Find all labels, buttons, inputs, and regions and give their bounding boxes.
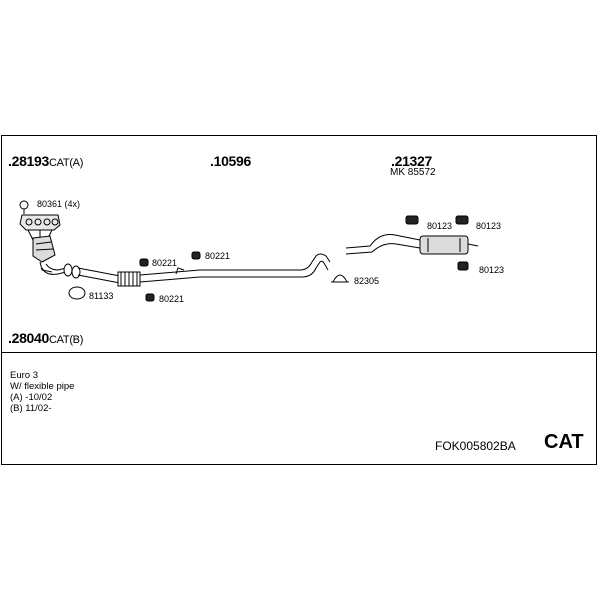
callout-82305: 82305	[354, 276, 380, 286]
callout-81133: 81133	[89, 291, 114, 301]
part-number: .10596	[210, 153, 252, 169]
kit-code: FOK005802BA	[435, 439, 516, 453]
part-28193[interactable]: .28193CAT(A)	[8, 154, 83, 169]
part-suffix: CAT(A)	[49, 157, 84, 169]
callout-80221-a: 80221	[152, 258, 178, 268]
catalytic-converter[interactable]	[32, 235, 56, 273]
middle-pipe[interactable]	[139, 253, 331, 283]
cat-badge: CAT	[544, 431, 584, 453]
note-line: W/ flexible pipe	[10, 381, 75, 392]
callout-80361: 80361 (4x)	[37, 199, 81, 209]
rubber-hanger[interactable]	[139, 215, 469, 302]
part-number: .28040	[8, 330, 50, 346]
part-10596[interactable]: .10596	[210, 154, 251, 168]
callout-80123-b: 80123	[476, 221, 502, 231]
part-28040[interactable]: .28040CAT(B)	[8, 331, 83, 346]
pipe-clamp[interactable]	[331, 274, 349, 283]
callout-80221-c: 80221	[205, 251, 231, 261]
part-21327[interactable]: .21327	[391, 154, 432, 168]
rear-muffler[interactable]	[345, 234, 479, 255]
mounting-kit: MK 85572	[390, 167, 436, 178]
diagram-frame	[1, 135, 597, 465]
part-number: .21327	[391, 153, 433, 169]
callout-80123-a: 80123	[427, 221, 453, 231]
flexible-pipe[interactable]	[117, 271, 141, 287]
bolt-icon	[19, 200, 29, 214]
note-line: Euro 3	[10, 370, 38, 381]
section-divider	[1, 352, 597, 353]
note-line: (A) -10/02	[10, 392, 53, 403]
callout-80221-b: 80221	[159, 294, 185, 304]
front-pipe[interactable]	[41, 263, 121, 284]
note-line: (B) 11/02-	[10, 403, 52, 414]
notes-block: Euro 3 W/ flexible pipe (A) -10/02 (B) 1…	[10, 370, 74, 414]
part-suffix: CAT(B)	[49, 334, 84, 346]
callout-80123-c: 80123	[479, 265, 505, 275]
part-number: .28193	[8, 153, 50, 169]
gasket-ring[interactable]	[68, 286, 86, 300]
